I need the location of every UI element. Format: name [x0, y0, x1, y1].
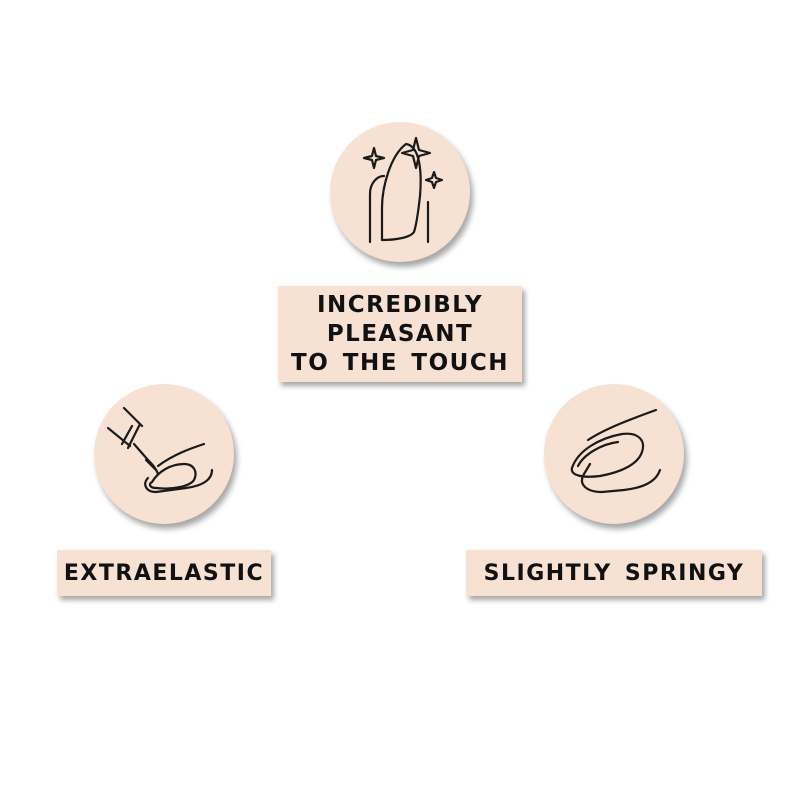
feature-label-line: INCREDIBLY — [316, 291, 484, 318]
feature-icon-badge-springy — [544, 384, 684, 524]
feature-label-springy: SLIGHTLY SPRINGY — [466, 550, 762, 596]
feature-label-text: EXTRAELASTIC — [63, 560, 265, 586]
sparkling-nail-icon — [362, 136, 444, 244]
feature-label-touch: INCREDIBLY PLEASANT TO THE TOUCH — [278, 286, 522, 382]
fingertip-nail-icon — [570, 408, 662, 494]
feature-icon-badge-elastic — [94, 384, 234, 524]
feature-label-text: SLIGHTLY SPRINGY — [483, 560, 745, 586]
nail-polish-brush-icon — [106, 406, 214, 494]
feature-label-line: TO THE TOUCH — [291, 349, 509, 376]
feature-icon-badge-touch — [330, 122, 470, 262]
feature-label-line: PLEASANT — [326, 320, 474, 347]
feature-label-elastic: EXTRAELASTIC — [57, 550, 271, 596]
